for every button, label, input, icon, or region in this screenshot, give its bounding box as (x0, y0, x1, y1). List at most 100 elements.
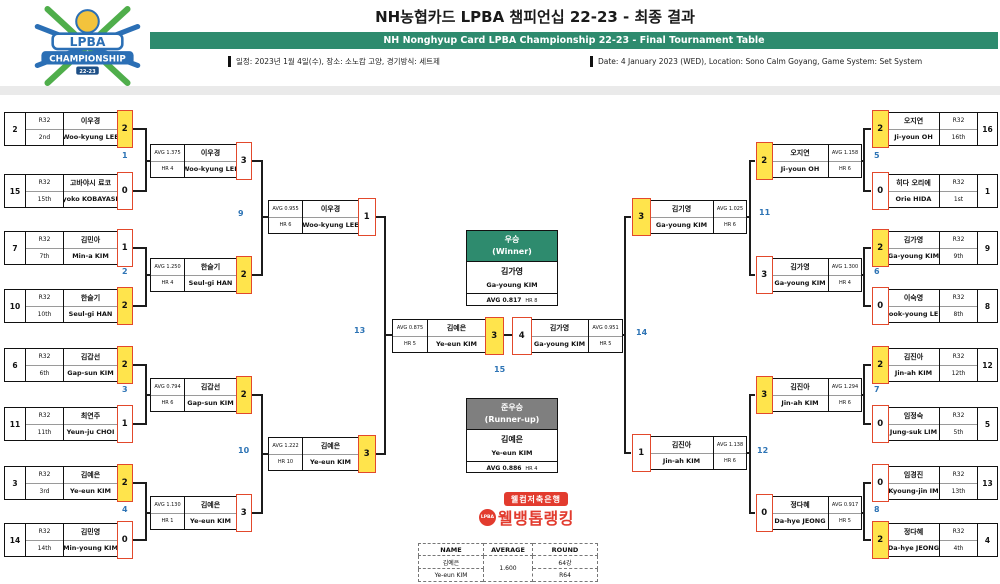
bracket-connector-line (750, 160, 755, 162)
seed-number: 6 (12, 360, 18, 370)
score-cell: 2 (117, 110, 133, 148)
bracket-connector-line (861, 394, 865, 396)
player-kr: 김가영 (888, 232, 939, 249)
match-number-label: 13 (354, 326, 366, 335)
player-box-column: 3 (236, 142, 252, 180)
player-en: Yeun-ju CHOI (66, 428, 115, 437)
score-cell: 4 (512, 317, 532, 355)
bracket-connector-line (625, 216, 631, 218)
player-kr: 김예은 (303, 438, 358, 455)
player-box-column: 1 (977, 175, 997, 207)
event-info-english: Date: 4 January 2023 (WED), Location: So… (590, 56, 922, 67)
seed-number: 5 (984, 419, 991, 429)
lpba-championship-logo-icon: LPBA CHAMPIONSHIP 22-23 (34, 6, 141, 86)
player-en: Ga-young KIM (774, 279, 826, 288)
bracket-connector-line (864, 364, 871, 366)
player-kr: 한슬기 (64, 290, 117, 307)
player-hr: HR 6 (723, 222, 736, 229)
player-round: R32 (940, 232, 977, 249)
player-box-column: 1 (117, 229, 133, 267)
player-box-column: 3 (5, 467, 25, 499)
footer-header-average: AVERAGE (483, 543, 533, 556)
seed-number: 13 (982, 478, 993, 488)
player-hr: HR 6 (838, 400, 851, 407)
match-number-label: 14 (636, 328, 648, 337)
player-kr: 히다 오리에 (888, 175, 939, 192)
player-avg: AVG 1.300 (829, 259, 861, 276)
player-kr: 김기영 (650, 201, 713, 218)
player-round: R32 (940, 290, 977, 307)
player-en: Seul-gi HAN (68, 310, 113, 319)
player-box-column: 0 (756, 494, 773, 532)
footer-stats-table: NAME AVERAGE ROUND 김예은 1.600 64강 Ye-eun … (418, 543, 598, 582)
player-rank: 14th (37, 544, 52, 552)
player-box-column: 0 (872, 405, 889, 443)
bracket-connector-line (133, 247, 146, 249)
player-kr: 김예은 (64, 467, 117, 484)
player-round: R32 (26, 524, 63, 541)
player-round: R32 (26, 232, 63, 249)
player-kr: 정다혜 (888, 524, 939, 541)
player-box-column: 한슬기 Seul-gi HAN (63, 290, 117, 322)
sponsor-bank-label: 웰컴저축은행 (503, 492, 568, 506)
player-box-column: 2 (117, 464, 133, 502)
runnerup-average: AVG 0.886 (486, 465, 522, 472)
score-cell: 2 (756, 142, 773, 180)
bracket-connector-line (746, 452, 751, 454)
score-cell: 0 (872, 172, 889, 210)
seed-number: 9 (984, 243, 991, 253)
seed-number: 10 (9, 301, 21, 311)
bracket-connector-line (262, 453, 269, 455)
player-round: R32 (940, 113, 977, 130)
sponsor-lpba-badge-icon: LPBA (478, 508, 496, 526)
player-kr: 김진아 (772, 379, 828, 396)
score-cell: 3 (632, 198, 651, 236)
match-number-label: 12 (757, 446, 769, 455)
logo-season-text: 22-23 (79, 69, 96, 75)
player-box-column: 3 (358, 435, 376, 473)
seed-number: 3 (12, 478, 18, 488)
player-en: Sook-young LEE (888, 310, 939, 319)
player-box-column: 13 (977, 467, 997, 499)
bracket-connector-line (133, 423, 146, 425)
footer-round-kr: 64강 (532, 555, 598, 569)
bracket-connector-line (250, 274, 262, 276)
score-cell: 3 (485, 317, 504, 355)
seed-number: 4 (984, 535, 991, 545)
bracket-connector-line (861, 274, 865, 276)
bracket-connector-line (863, 247, 865, 307)
player-en: Seul-gi HAN (188, 279, 233, 288)
runnerup-name-kr: 김예은 (500, 435, 524, 444)
seed-number: 15 (9, 186, 21, 196)
player-box-column: 12 (977, 349, 997, 381)
player-kr: 오지연 (888, 113, 939, 130)
seed-number: 2 (12, 124, 18, 134)
bracket-connector-line (262, 216, 269, 218)
player-box-column: R32 16th (939, 113, 977, 145)
player-hr: HR 4 (161, 166, 174, 173)
player-box-column: 0 (872, 172, 889, 210)
match-number-label: 6 (874, 267, 880, 276)
player-rank: 16th (951, 133, 966, 141)
